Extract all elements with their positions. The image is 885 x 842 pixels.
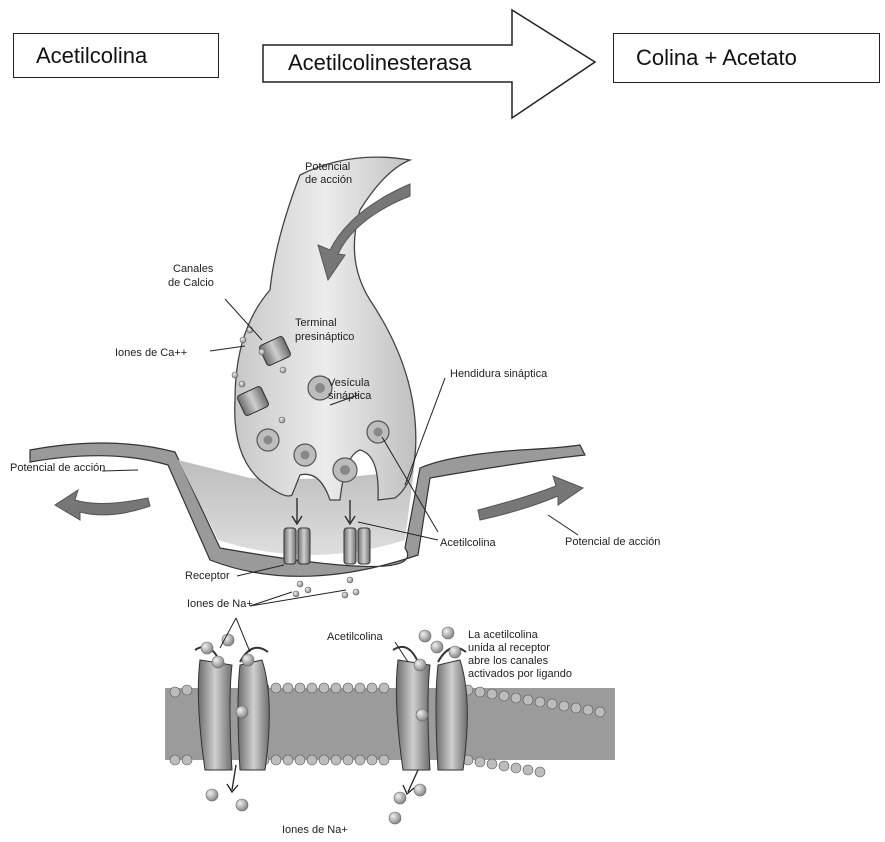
label-nota-3: abre los canales	[468, 655, 549, 667]
label-iones-na-1: Iones de Na+	[187, 598, 253, 610]
action-potential-arrow-right	[478, 476, 583, 520]
label-terminal-1: Terminal	[295, 317, 337, 329]
label-potencial-top-2: de acción	[305, 174, 352, 186]
products-box: Colina + Acetato	[613, 33, 880, 83]
label-acetilcolina-mid: Acetilcolina	[440, 537, 497, 549]
label-potencial-right: Potencial de acción	[565, 536, 660, 548]
label-hendidura: Hendidura sináptica	[450, 368, 548, 380]
label-iones-na-2: Iones de Na+	[282, 824, 348, 836]
label-terminal-2: presináptico	[295, 331, 354, 343]
label-nota-1: La acetilcolina	[468, 629, 539, 641]
label-vesicula-2: sináptica	[328, 390, 372, 402]
label-canales-1: Canales	[173, 263, 214, 275]
products-label: Colina + Acetato	[636, 45, 797, 71]
label-acetilcolina-low: Acetilcolina	[327, 631, 384, 643]
label-receptor: Receptor	[185, 570, 230, 582]
label-nota-2: unida al receptor	[468, 642, 550, 654]
label-nota-4: activados por ligando	[468, 668, 572, 680]
label-potencial-left: Potencial de acción	[10, 462, 105, 474]
action-potential-arrow-left	[55, 490, 150, 520]
label-potencial-top-1: Potencial	[305, 161, 350, 173]
label-iones-ca: Iones de Ca++	[115, 347, 187, 359]
label-canales-2: de Calcio	[168, 277, 214, 289]
membrane-bilayer	[165, 683, 615, 777]
synapse-diagram: Potencial de acción Canales de Calcio Te…	[0, 140, 885, 840]
label-vesicula-1: Vesícula	[328, 377, 370, 389]
enzyme-label: Acetilcolinesterasa	[288, 50, 471, 76]
